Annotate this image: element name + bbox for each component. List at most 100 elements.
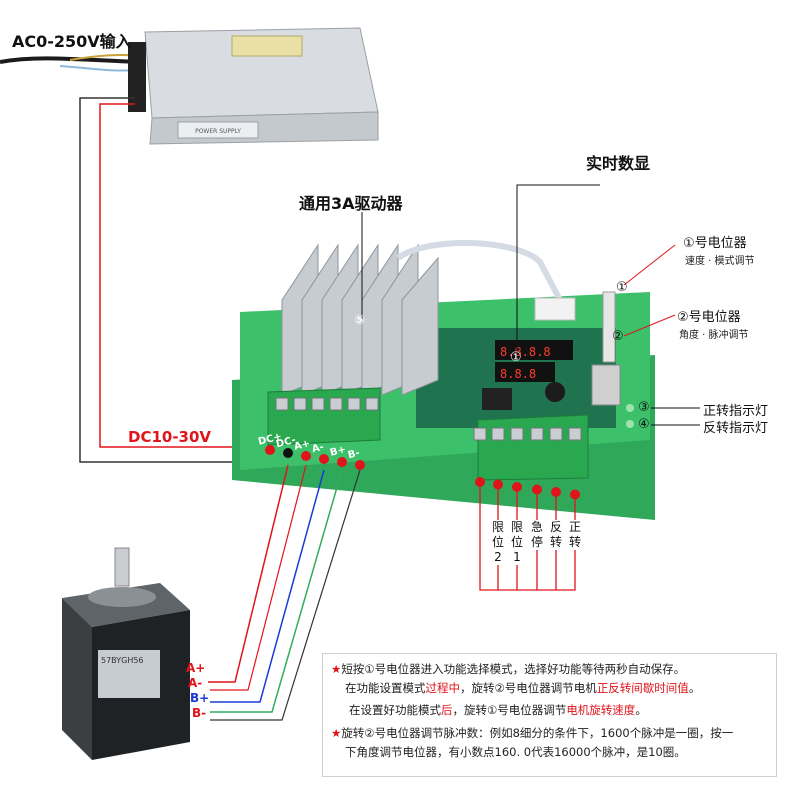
- capacitor: [545, 382, 565, 402]
- terminal-dot-right: [493, 479, 503, 490]
- terminal-dot-right: [532, 484, 542, 495]
- note-text-3d: 电机旋转速度: [566, 703, 636, 717]
- forward-led-label: 正转指示灯: [703, 404, 769, 419]
- led-digits-top: 8.8.8.8: [500, 345, 551, 359]
- note-text-2c: ，旋转②号电位器调节电机: [460, 681, 597, 695]
- terminal-label-right: 急停: [530, 520, 544, 550]
- terminal-label-char: 位: [491, 535, 504, 549]
- terminal-screw-a-minus: [329, 397, 343, 411]
- leader-pot2: [623, 314, 676, 337]
- terminal-screw-right: [530, 427, 544, 441]
- terminal-screw-dc-minusplus: [275, 397, 289, 411]
- terminal-block-left: [267, 387, 381, 446]
- marker-3: ③: [638, 400, 650, 415]
- terminal-label-char: 转: [568, 535, 581, 549]
- motor-wire-label: B+: [190, 691, 210, 705]
- motor-shaft: [114, 547, 130, 587]
- terminal-dot-left: [355, 460, 365, 470]
- realtime-display-label: 实时数显: [586, 154, 651, 173]
- note-line-2: 在功能设置模式过程中，旋转②号电位器调节电机正反转间歇时间值。: [331, 679, 768, 698]
- terminal-screw-right: [568, 427, 582, 441]
- led-reverse: [626, 420, 634, 428]
- led-digits-bottom: 8.8.8: [500, 367, 536, 381]
- terminal-dot-left: [265, 445, 275, 455]
- note-text-2d: 正反转间歇时间值: [596, 681, 689, 695]
- terminal-dot-left: [283, 448, 293, 458]
- power-supply: POWER SUPPLY: [128, 27, 379, 145]
- note-text-3b: 后: [441, 703, 453, 717]
- marker-4: ④: [638, 417, 650, 432]
- terminal-dot-right: [570, 489, 580, 500]
- star-icon: ★: [331, 662, 342, 676]
- motor-wire-b-minus: [210, 469, 361, 721]
- note-line-5: 下角度调节电位器，有小数点160. 0代表16000个脉冲，是10圈。: [331, 743, 768, 762]
- motor-wire-a-plus: [208, 464, 289, 683]
- terminal-screw-right: [473, 427, 487, 441]
- note-line-1: ★短按①号电位器进入功能选择模式，选择好功能等待两秒自动保存。: [331, 660, 768, 679]
- motor-wire-label: A+: [186, 661, 206, 675]
- terminal-screw-dc-minus: [293, 397, 307, 411]
- leader-pot1: [623, 244, 676, 286]
- marker-1: ①: [616, 280, 628, 295]
- power-supply-plate: [177, 121, 259, 139]
- motor-wire-label: A-: [188, 676, 203, 690]
- note-text-3c: ，旋转①号电位器调节: [452, 703, 567, 717]
- led-forward: [626, 404, 634, 412]
- note-text-1: 短按①号电位器进入功能选择模式，选择好功能等待两秒自动保存。: [341, 662, 686, 676]
- terminal-label-char: 位: [510, 535, 523, 549]
- led-display-bottom: [495, 362, 555, 382]
- potentiometer-2-body: [591, 364, 621, 406]
- terminal-label-char: 反: [549, 520, 562, 534]
- terminal-screw-a-minusplus: [311, 397, 325, 411]
- ribbon-connector: [534, 297, 576, 321]
- note-line-3: 在设置好功能模式后，旋转①号电位器调节电机旋转速度。: [331, 701, 768, 720]
- motor-wire-a-minus: [210, 469, 325, 703]
- pot1-subtitle: 速度 · 模式调节: [685, 256, 755, 267]
- motor-model-text: 57BYGH56: [101, 656, 144, 665]
- instructions-box: ★短按①号电位器进入功能选择模式，选择好功能等待两秒自动保存。 在功能设置模式过…: [322, 653, 777, 777]
- reverse-led-label: 反转指示灯: [703, 421, 769, 436]
- terminal-label-char: 1: [513, 550, 521, 564]
- terminal-label-char: 转: [549, 535, 562, 549]
- motor-label: [98, 650, 160, 698]
- terminal-label-char: 限: [510, 520, 523, 534]
- heatsink: [281, 243, 439, 396]
- terminal-dot-left: [301, 451, 311, 461]
- marker-5: ⑤: [354, 313, 366, 328]
- terminal-label-char: 正: [568, 520, 581, 534]
- power-supply-terminal-block: [128, 42, 146, 112]
- star-icon: ★: [331, 726, 342, 740]
- mcu-chip: [482, 388, 512, 410]
- pot1-title: ①号电位器: [683, 236, 747, 251]
- note-text-2e: 。: [688, 681, 701, 695]
- terminal-block-right: [473, 414, 589, 481]
- note-text-2a: 在功能设置模式: [345, 681, 426, 695]
- motor-wire-label: B-: [192, 706, 207, 720]
- marker-2: ②: [612, 329, 624, 344]
- ac-cable-black: [0, 56, 141, 64]
- note-text-2b: 过程中: [425, 681, 461, 695]
- dc-voltage-label: DC10-30V: [128, 428, 212, 446]
- terminal-dot-left: [337, 457, 347, 467]
- note-text-5: 下角度调节电位器，有小数点160. 0代表16000个脉冲，是10圈。: [345, 745, 686, 759]
- terminal-screw-right: [549, 427, 563, 441]
- terminal-dot-left: [319, 454, 329, 464]
- pot2-title: ②号电位器: [677, 310, 741, 325]
- note-text-4: 旋转②号电位器调节脉冲数：例如8细分的条件下，1600个脉冲是一圈，按一: [341, 726, 734, 740]
- power-supply-label-sticker: [231, 35, 303, 57]
- terminal-screw-right: [510, 427, 524, 441]
- driver-label: 通用3A驱动器: [299, 194, 403, 213]
- note-text-3a: 在设置好功能模式: [349, 703, 441, 717]
- note-text-3e: 。: [635, 703, 647, 717]
- power-supply-plate-text: POWER SUPPLY: [195, 128, 241, 135]
- potentiometer-1-shaft: [602, 291, 616, 363]
- terminal-label-char: 停: [530, 535, 543, 549]
- terminal-screw-b-minusplus: [347, 397, 361, 411]
- terminal-screw-right: [491, 427, 505, 441]
- terminal-label-char: 2: [494, 550, 502, 564]
- terminal-label-char: 急: [530, 520, 543, 534]
- ribbon-cable: [396, 239, 563, 302]
